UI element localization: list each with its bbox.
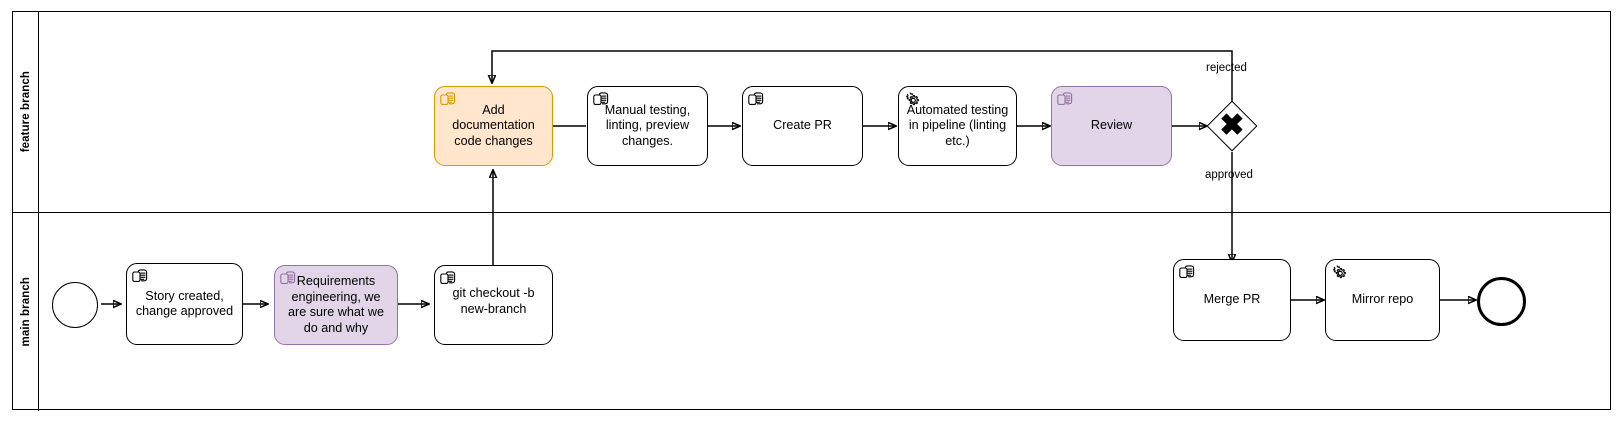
lane-main-branch: main branch xyxy=(13,213,1610,411)
manual-task-icon xyxy=(1057,91,1073,107)
task-label: Requirements engineering, we are sure wh… xyxy=(288,274,384,335)
service-task-gear-icon xyxy=(1331,264,1347,280)
lane-label-feature-branch-text: feature branch xyxy=(19,71,32,153)
lane-label-main-branch: main branch xyxy=(13,213,39,411)
task-merge-pr[interactable]: Merge PR xyxy=(1173,259,1291,341)
task-create-pr[interactable]: Create PR xyxy=(742,86,863,166)
manual-task-icon xyxy=(132,268,148,284)
task-label: Mirror repo xyxy=(1351,292,1414,307)
task-git-checkout-new-branch[interactable]: git checkout -b new-branch xyxy=(434,265,553,345)
lane-label-main-branch-text: main branch xyxy=(19,277,32,347)
start-event[interactable] xyxy=(52,282,98,328)
task-automated-testing-in-pipeline[interactable]: Automated testing in pipeline (linting e… xyxy=(898,86,1017,166)
manual-task-icon xyxy=(440,270,456,286)
manual-task-icon xyxy=(748,91,764,107)
process-pool: feature branch main branch xyxy=(12,11,1611,411)
task-manual-testing-linting-preview[interactable]: Manual testing, linting, preview changes… xyxy=(587,86,708,166)
manual-task-icon xyxy=(1179,264,1195,280)
task-story-created-change-approved[interactable]: Story created, change approved xyxy=(126,263,243,345)
task-requirements-engineering[interactable]: Requirements engineering, we are sure wh… xyxy=(274,265,398,345)
task-label: Add documentation code changes xyxy=(452,102,535,148)
task-review[interactable]: Review xyxy=(1051,86,1172,166)
flow-label-approved: approved xyxy=(1205,169,1253,181)
task-add-documentation-code-changes[interactable]: Add documentation code changes xyxy=(434,86,553,166)
task-label: Automated testing in pipeline (linting e… xyxy=(906,102,1009,148)
task-mirror-repo[interactable]: Mirror repo xyxy=(1325,259,1440,341)
task-label: Story created, change approved xyxy=(135,288,234,319)
task-label: Manual testing, linting, preview changes… xyxy=(604,102,691,148)
task-label: Merge PR xyxy=(1203,292,1261,307)
task-label: Create PR xyxy=(773,118,832,133)
end-event[interactable] xyxy=(1477,277,1526,326)
task-label: git checkout -b new-branch xyxy=(452,286,535,316)
task-label: Review xyxy=(1090,118,1133,133)
lane-feature-branch: feature branch xyxy=(13,12,1610,213)
flow-label-rejected: rejected xyxy=(1206,62,1247,74)
lane-label-feature-branch: feature branch xyxy=(13,12,39,212)
